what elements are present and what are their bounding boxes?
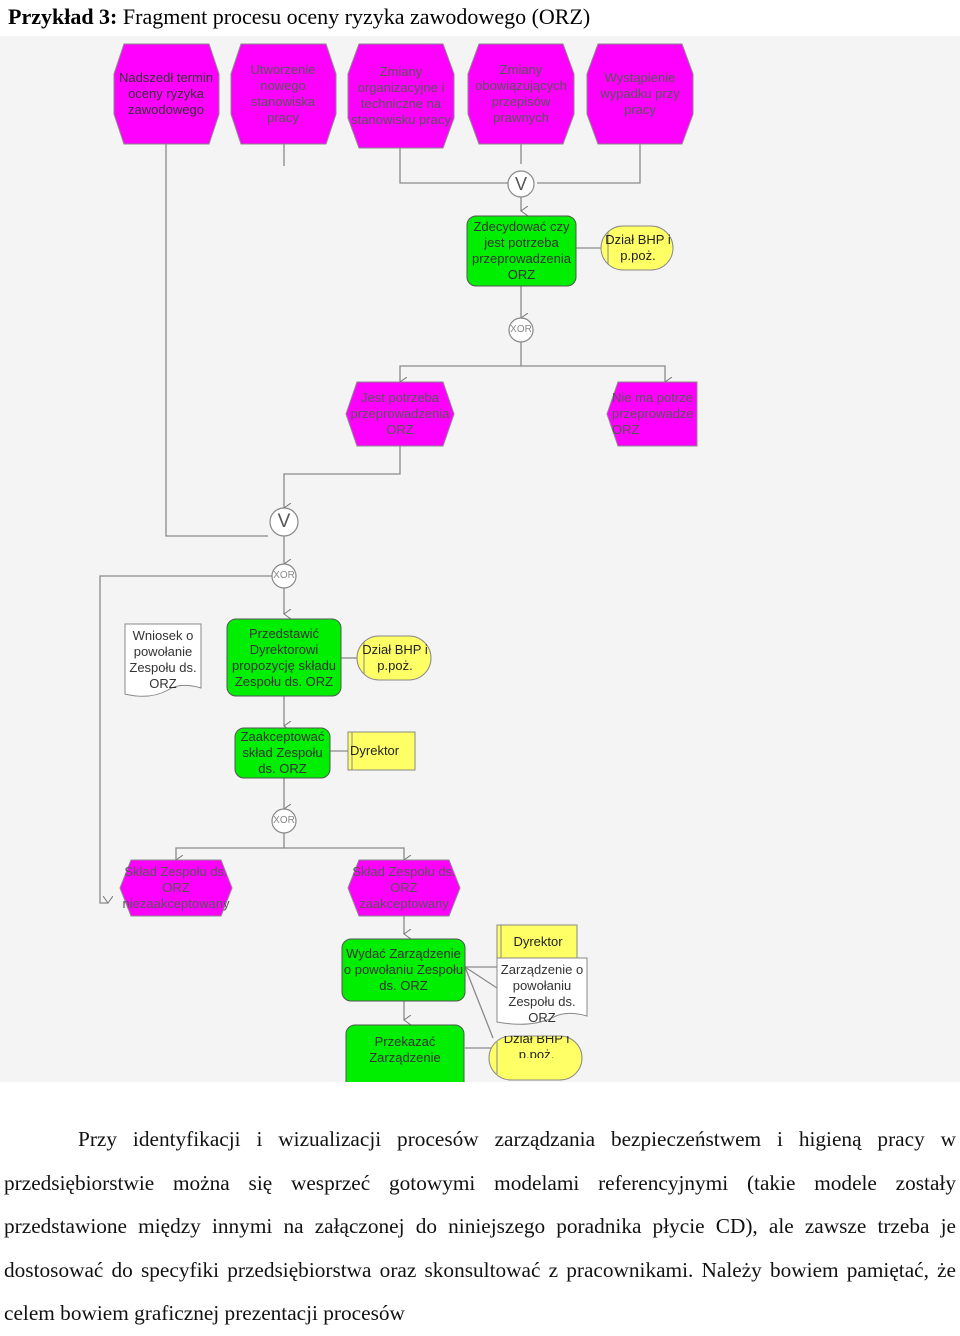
org-unit-dzial-bhp-2: Dział BHP i p.poż. <box>362 642 428 673</box>
event-sklad-zaakceptowany: Skład Zespołu ds. ORZ zaakceptowany <box>352 864 456 911</box>
event-shape <box>586 43 694 145</box>
function-wydac-zarzadzenie: Wydać Zarządzenie o powołaniu Zespołu ds… <box>343 946 464 993</box>
event-shape <box>345 381 455 447</box>
dyrektor-shapes <box>347 731 578 959</box>
document-shapes <box>124 623 588 1025</box>
event-shape <box>347 43 455 149</box>
event-shape <box>119 859 233 917</box>
connector-circle <box>271 563 297 589</box>
connector-circle <box>271 808 297 834</box>
process-diagram: V XOR V XOR XOR Nadszedł termin oceny ry… <box>0 36 960 1082</box>
org-unit-shapes <box>356 225 674 1081</box>
function-przekazac-zarzadzenie: Przekazać Zarządzenie <box>369 1034 441 1065</box>
event-shapes <box>113 43 698 917</box>
connection-lines <box>99 144 665 1049</box>
function-shape <box>345 1024 465 1082</box>
document-zarzadzenie: Zarządzenie o powołaniu Zespołu ds. ORZ <box>500 962 584 1025</box>
function-shape <box>226 618 342 697</box>
document-wniosek: Wniosek o powołanie Zespołu ds. ORZ <box>129 628 197 691</box>
event-sklad-niezaakceptowany: Skład Zespołu ds. ORZ niezaakceptowany <box>122 864 230 911</box>
event-shape <box>113 43 220 145</box>
function-przedstawic: Przedstawić Dyrektorowi propozycję skład… <box>231 625 337 689</box>
function-shapes <box>226 215 577 1082</box>
page-heading: Przykład 3: Fragment procesu oceny ryzyk… <box>8 2 958 36</box>
function-zdecydowac: Zdecydować czy jest potrzeba przeprowadz… <box>471 219 571 282</box>
event-zmiany-przepisow: Zmiany obowiązujących przepisów prawnych <box>475 62 567 125</box>
connector-circle <box>269 507 299 537</box>
function-zaakceptowac: Zaakceptować skład Zespołu ds. ORZ <box>240 729 325 776</box>
connector-shapes <box>269 170 535 834</box>
event-shape <box>467 43 575 145</box>
xor-connector-1: XOR <box>510 324 532 335</box>
org-unit-dyrektor-2: Dyrektor <box>513 933 563 949</box>
org-unit-dyrektor-1: Dyrektor <box>350 743 400 758</box>
document-shape <box>496 957 588 1025</box>
document-shape <box>124 623 202 697</box>
xor-connector-3: XOR <box>273 815 295 826</box>
org-unit-dzial-bhp-1: Dział BHP i p.poż. <box>605 232 671 263</box>
org-unit-bars <box>363 232 609 1074</box>
event-jest-potrzeba: Jest potrzeba przeprowadzenia ORZ <box>350 390 450 437</box>
function-shape <box>234 727 331 779</box>
org-unit-dzial-bhp-3: Dział BHP i p.poż. <box>503 1036 570 1058</box>
diagram-canvas <box>99 43 698 1082</box>
org-unit-shape <box>356 635 432 681</box>
event-shape <box>606 381 698 447</box>
and-connector-2: V <box>277 511 291 532</box>
event-shape <box>347 859 461 917</box>
event-nowe-stanowisko: Utworzenie nowego stanowiska pracy <box>250 62 316 125</box>
connector-circle <box>507 170 535 198</box>
event-shape <box>230 43 337 145</box>
xor-connector-2: XOR <box>273 570 295 581</box>
dyrektor-shape <box>347 731 416 771</box>
and-connector-1: V <box>514 174 527 194</box>
event-termin-oceny: Nadszedł termin oceny ryzyka zawodowego <box>119 70 213 117</box>
event-wypadek: Wystąpienie wypadku przy pracy <box>600 70 680 117</box>
function-shape <box>341 938 466 1002</box>
event-nie-ma-potrzeby: Nie ma potrze przeprowadze ORZ <box>612 390 694 437</box>
heading-title: Fragment procesu oceny ryzyka zawodowego… <box>117 4 591 29</box>
connector-circle <box>508 317 534 343</box>
heading-prefix: Przykład 3: <box>8 4 118 29</box>
org-unit-shape <box>600 225 674 271</box>
body-paragraph: Przy identyfikacji i wizualizacji proces… <box>4 1127 956 1325</box>
dyrektor-shape <box>496 924 578 959</box>
event-zmiany-organizacyjne: Zmiany organizacyjne i techniczne na sta… <box>351 64 451 127</box>
org-unit-shape <box>488 1035 583 1081</box>
function-shape <box>466 215 577 287</box>
